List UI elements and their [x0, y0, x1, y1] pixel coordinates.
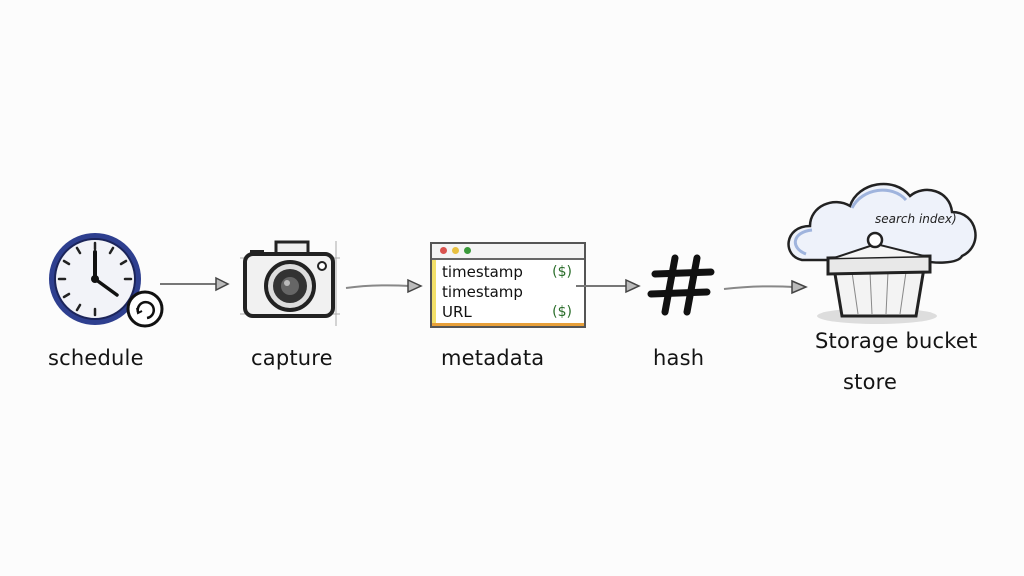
- window-titlebar: [432, 244, 584, 260]
- step-label-capture: capture: [251, 346, 333, 370]
- step-sublabel-store: store: [843, 370, 898, 394]
- arrow-hash-to-store: [723, 279, 808, 295]
- search-index-annotation: search index): [875, 212, 957, 226]
- window-minimize-dot: [452, 247, 459, 254]
- arrow-metadata-to-hash: [576, 278, 641, 294]
- step-label-storage-bucket: Storage bucket: [815, 329, 978, 353]
- store-node: [782, 168, 987, 328]
- step-label-metadata: metadata: [441, 346, 545, 370]
- metadata-window-icon: timestamp ($) timestamp URL ($): [430, 242, 586, 328]
- metadata-line: URL ($): [442, 303, 572, 321]
- camera-icon: [240, 240, 340, 326]
- metadata-line: timestamp ($): [442, 263, 572, 281]
- hash-node: [645, 252, 720, 317]
- window-close-dot: [440, 247, 447, 254]
- window-maximize-dot: [464, 247, 471, 254]
- arrow-capture-to-metadata: [345, 278, 423, 294]
- dollar-icon: ($): [552, 264, 572, 280]
- schedule-node: [45, 232, 170, 332]
- clock-icon: [49, 233, 164, 328]
- step-label-hash: hash: [653, 346, 705, 370]
- arrow-schedule-to-capture: [160, 276, 230, 292]
- step-label-schedule: schedule: [48, 346, 144, 370]
- capture-node: [240, 236, 340, 326]
- hash-icon: [647, 254, 715, 316]
- metadata-line: timestamp: [442, 283, 523, 301]
- storage-bucket-cloud-icon: [787, 182, 977, 324]
- dollar-icon: ($): [552, 304, 572, 320]
